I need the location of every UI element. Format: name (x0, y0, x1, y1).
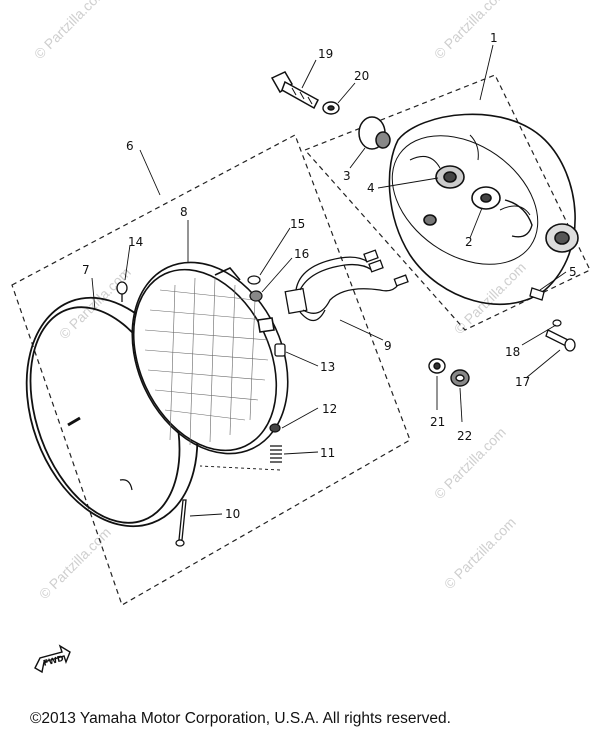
washer-part-18 (552, 319, 562, 327)
washer-part-20 (322, 101, 340, 115)
callout-12: 12 (322, 402, 337, 416)
watermark: © Partzilla.com (36, 524, 114, 602)
grommet-part-3 (358, 116, 391, 150)
headlight-housing (388, 113, 579, 305)
washer-part-12 (269, 423, 281, 433)
nut-part-22 (450, 369, 470, 387)
callout-19: 19 (318, 47, 333, 61)
callout-21: 21 (430, 415, 445, 429)
callout-18: 18 (505, 345, 520, 359)
screw-part-5 (529, 287, 545, 301)
callout-8: 8 (180, 205, 188, 219)
watermark: © Partzilla.com (441, 514, 519, 592)
callout-13: 13 (320, 360, 335, 374)
callout-3: 3 (343, 169, 351, 183)
bolt-part-19 (270, 71, 319, 110)
sealed-beam-unit (131, 261, 289, 455)
callout-5: 5 (569, 265, 577, 279)
nut-part-16 (249, 290, 263, 302)
callout-numbers: 1 2 3 4 5 6 7 8 9 10 11 12 13 14 15 16 1… (82, 31, 577, 521)
screw-part-10 (175, 499, 187, 547)
callout-7: 7 (82, 263, 90, 277)
wiring-harness (284, 249, 409, 322)
callout-6: 6 (126, 139, 134, 153)
group-1-boundary (303, 74, 591, 331)
callout-4: 4 (367, 181, 375, 195)
watermark: © Partzilla.com (31, 0, 109, 62)
leader-lines (91, 44, 567, 517)
assembly-boundaries (11, 74, 591, 606)
group-6-boundary (11, 134, 411, 606)
clip-part-13 (274, 343, 286, 357)
callout-14: 14 (128, 235, 143, 249)
callout-9: 9 (384, 339, 392, 353)
exploded-parts-diagram: © Partzilla.com © Partzilla.com © Partzi… (11, 0, 591, 674)
screw-part-17 (545, 329, 576, 352)
callout-1: 1 (490, 31, 498, 45)
forward-arrow-icon: FWD (34, 644, 71, 674)
callout-16: 16 (294, 247, 309, 261)
callout-11: 11 (320, 446, 335, 460)
washer-part-15 (247, 275, 261, 285)
spring-part-11 (270, 445, 282, 463)
callout-10: 10 (225, 507, 240, 521)
callout-17: 17 (515, 375, 530, 389)
watermark: © Partzilla.com (451, 259, 529, 337)
callout-20: 20 (354, 69, 369, 83)
nut-part-21 (428, 358, 446, 374)
screw-part-14 (116, 281, 128, 302)
callout-2: 2 (465, 235, 473, 249)
copyright-notice: ©2013 Yamaha Motor Corporation, U.S.A. A… (30, 710, 451, 727)
callout-15: 15 (290, 217, 305, 231)
callout-22: 22 (457, 429, 472, 443)
